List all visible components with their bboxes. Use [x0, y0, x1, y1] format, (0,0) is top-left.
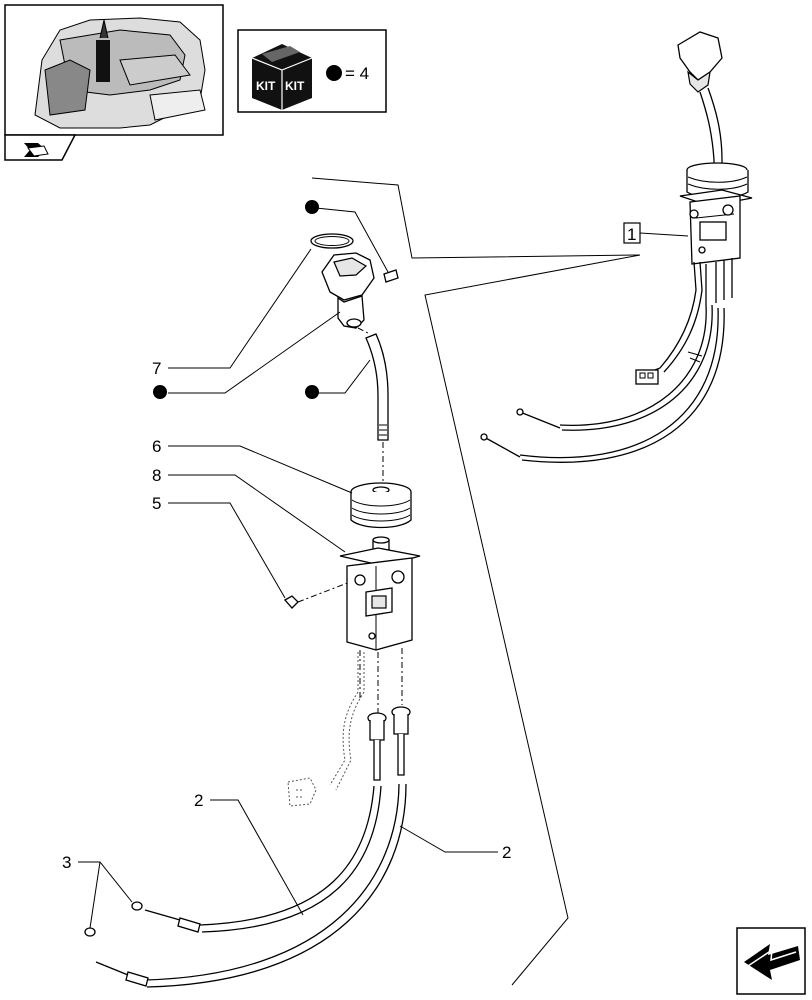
location-thumbnail	[4, 4, 224, 136]
callout-8: 8	[152, 466, 161, 485]
kit-legend: KIT KIT = 4	[237, 29, 387, 113]
tractor-cab-location-icon	[34, 17, 206, 129]
control-valve-block	[346, 557, 413, 651]
kit-box-icon: KIT KIT	[251, 44, 313, 110]
kit-dot-pin	[305, 200, 319, 214]
view-direction-tab[interactable]	[4, 134, 77, 161]
retaining-pin	[383, 269, 399, 283]
callout-1: 1	[623, 222, 689, 244]
bracket-lines	[311, 177, 641, 986]
callout-7: 7	[152, 359, 161, 378]
rubber-boot	[350, 482, 412, 529]
assembled-control-unit	[480, 31, 753, 463]
cable-end-right	[391, 706, 411, 776]
kit-dot-knob	[153, 385, 167, 399]
kit-dot-rod	[305, 385, 319, 399]
callout-1-label: 1	[627, 225, 636, 244]
cable-end-left	[367, 712, 387, 781]
callout-6: 6	[152, 437, 161, 456]
lever-rod	[365, 333, 389, 441]
wire-harness-dotted	[287, 652, 365, 807]
detent-pin	[283, 595, 299, 609]
kit-label-right: KIT	[285, 79, 305, 93]
callout-5: 5	[152, 494, 161, 513]
kit-label-left: KIT	[256, 79, 276, 93]
kit-quantity-text: = 4	[345, 64, 369, 83]
callout-3: 3	[62, 853, 71, 872]
control-cables	[95, 783, 407, 988]
next-page-arrow-icon	[744, 944, 800, 980]
callout-2-left: 2	[194, 791, 203, 810]
leader-lines	[78, 248, 498, 929]
next-page-button[interactable]	[736, 927, 806, 995]
view-direction-icon	[24, 143, 49, 157]
kit-marker-dot	[326, 65, 342, 81]
lever-knob	[321, 252, 375, 329]
callout-2-right: 2	[502, 843, 511, 862]
